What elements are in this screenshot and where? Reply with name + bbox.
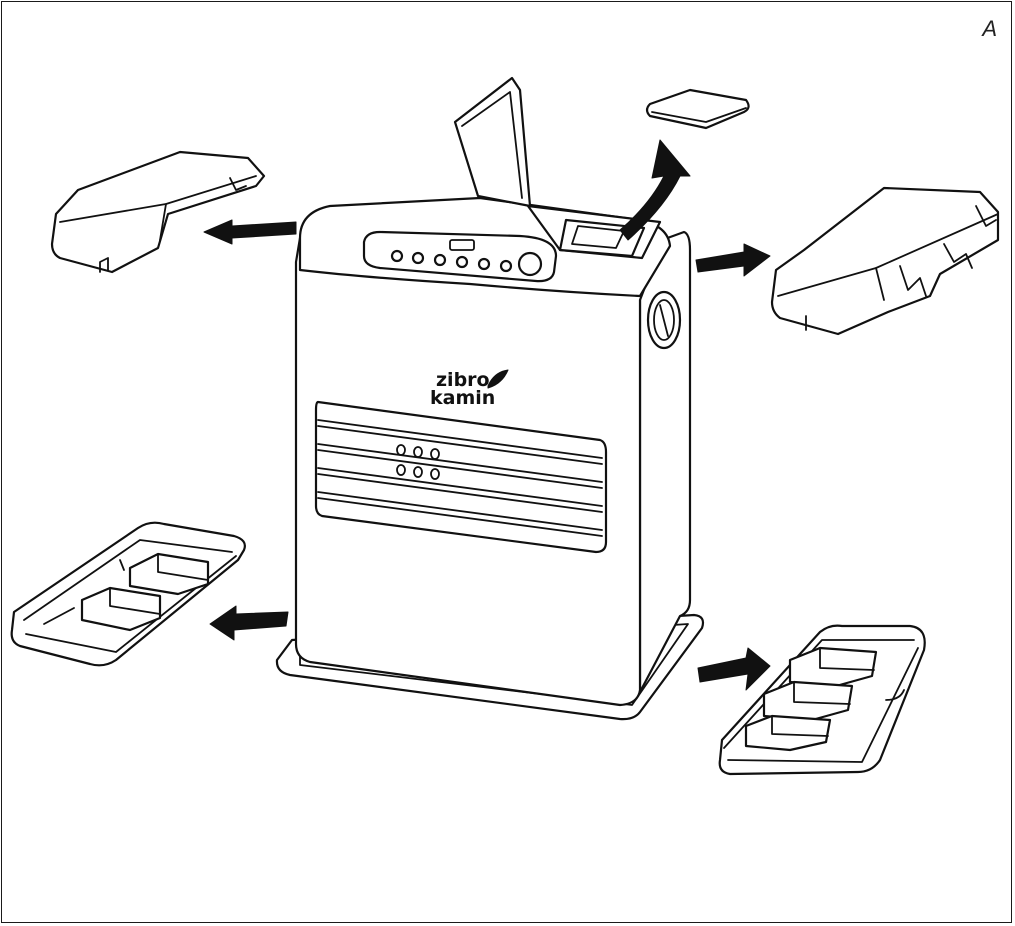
display-window (449, 239, 475, 251)
brand-logo-line1: zibro (436, 369, 490, 391)
foam-tray-bottom-right (718, 624, 926, 776)
arrow-right-icon (697, 647, 771, 691)
packing-block-top-right (770, 186, 1000, 336)
arrow-up-icon (619, 139, 691, 241)
heater-side-panel (638, 230, 692, 694)
fuel-lid-open (453, 76, 532, 208)
arrow-right-icon (695, 243, 771, 277)
fuel-cap-part (645, 88, 750, 130)
kerosene-heater: zibro kamin (275, 76, 705, 721)
control-buttons (390, 249, 543, 277)
brand-leaf-icon (487, 369, 509, 389)
packing-block-top-left (50, 150, 266, 274)
arrow-left-icon (203, 219, 297, 245)
front-grille (314, 400, 608, 554)
brand-logo-line2: kamin (430, 387, 495, 409)
figure-label: A (982, 16, 997, 41)
arrow-left-icon (209, 605, 289, 641)
foam-tray-bottom-left (10, 521, 246, 667)
